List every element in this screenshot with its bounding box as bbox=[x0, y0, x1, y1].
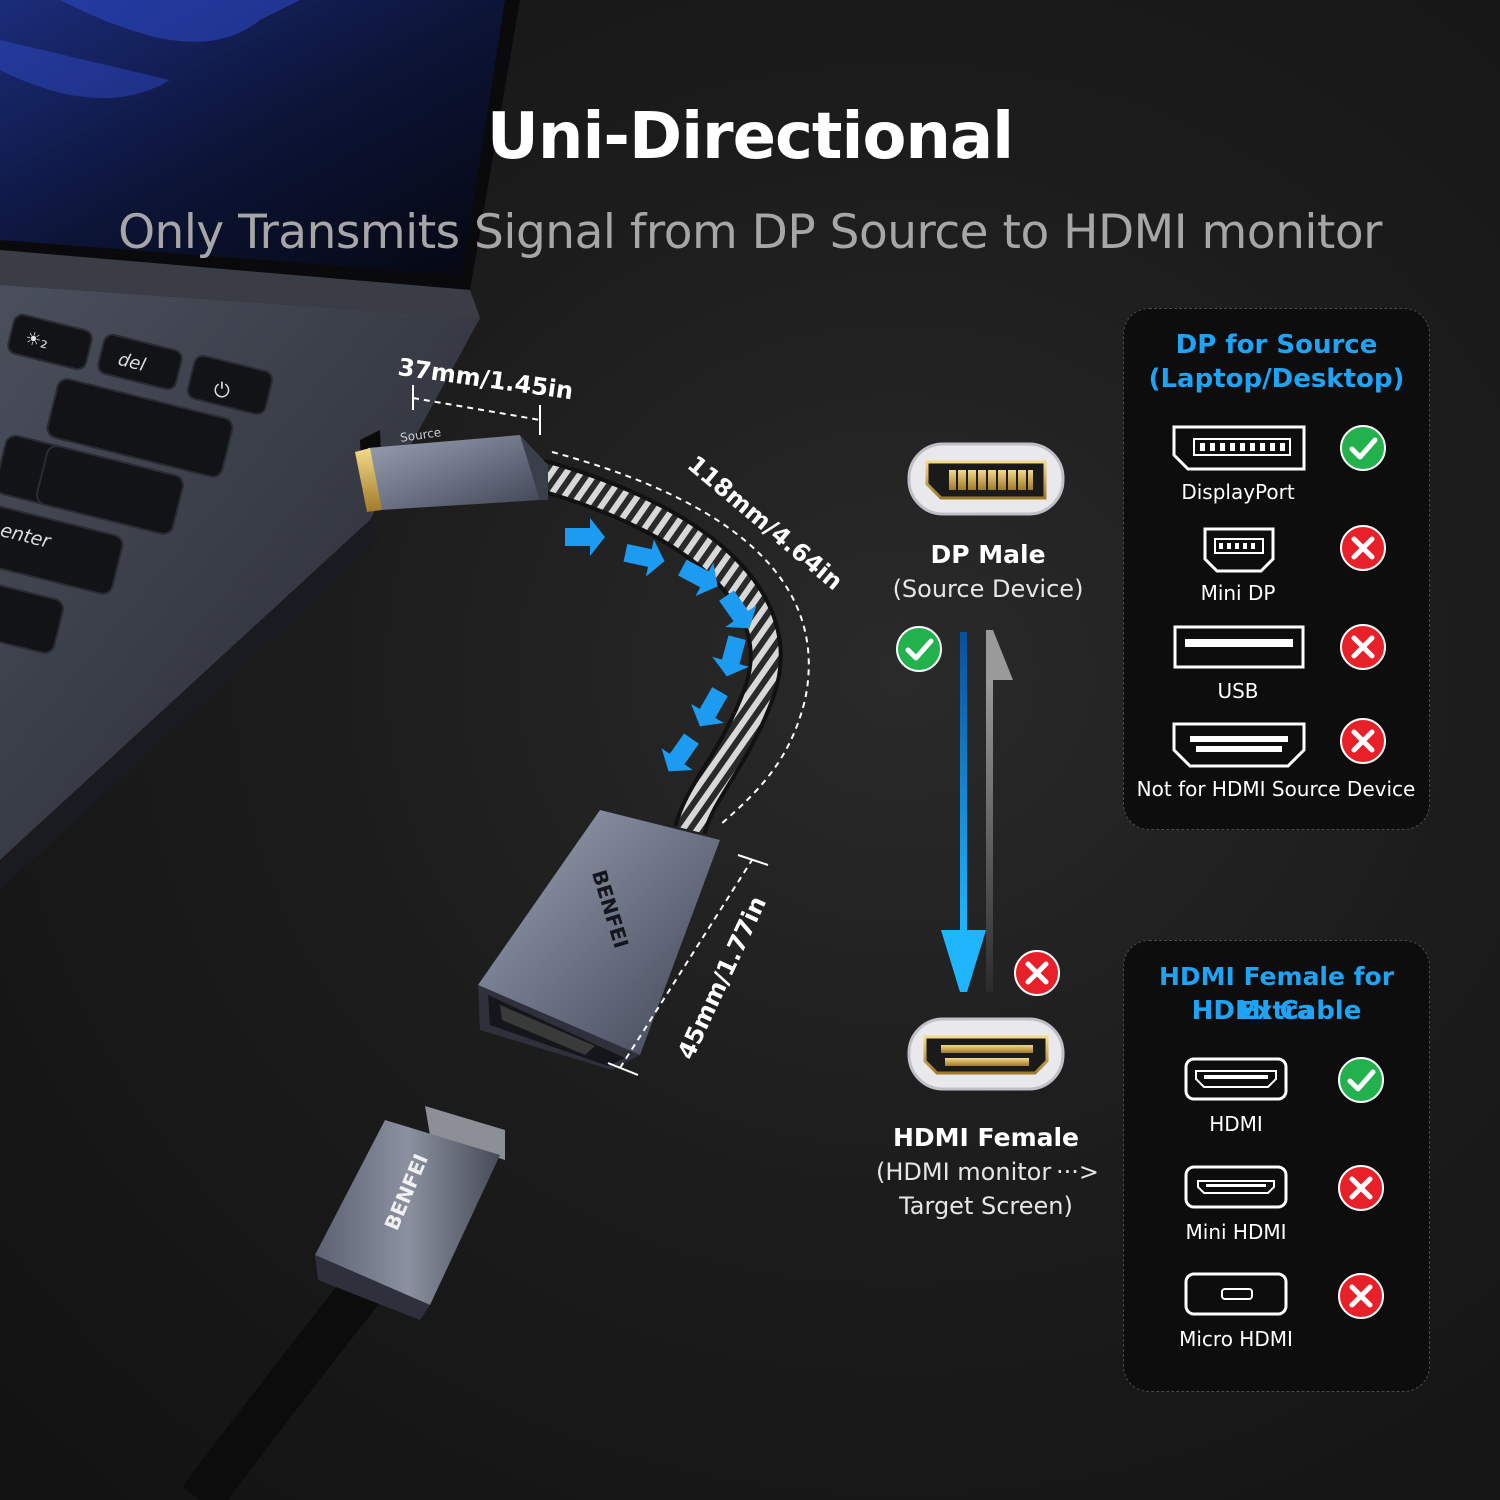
dp-male-subtitle: (Source Device) bbox=[892, 575, 1084, 603]
port-label-displayport: DisplayPort bbox=[1181, 480, 1295, 504]
mini-hdmi-port-icon bbox=[1184, 1165, 1288, 1209]
mini-dp-port-icon bbox=[1203, 527, 1275, 573]
port-label-micro-hdmi: Micro HDMI bbox=[1179, 1327, 1293, 1351]
dp-male-title: DP Male bbox=[930, 540, 1046, 569]
target-panel-title: HDMI Female for Extra bbox=[1158, 962, 1395, 1025]
cross-icon bbox=[1340, 718, 1386, 764]
dp-male-connector-icon bbox=[907, 442, 1065, 516]
source-panel-title: DP for Source bbox=[1175, 330, 1378, 360]
hdmi-female-title: HDMI Female bbox=[892, 1123, 1080, 1152]
power-icon: ⏻ bbox=[214, 378, 230, 402]
direction-arrows-icon bbox=[941, 630, 1013, 992]
port-label-hdmi: HDMI bbox=[1209, 1112, 1263, 1136]
usb-port-icon bbox=[1173, 625, 1305, 669]
cross-icon bbox=[1014, 950, 1060, 996]
check-icon bbox=[1338, 1057, 1384, 1103]
hdmi-female-connector-icon bbox=[907, 1017, 1065, 1091]
hdmi-port-icon bbox=[1172, 722, 1306, 768]
source-panel-subtitle: (Laptop/Desktop) bbox=[1148, 364, 1405, 394]
hdmi-port-icon bbox=[1184, 1057, 1288, 1101]
hdmi-female-subtitle-2: Target Screen) bbox=[899, 1192, 1073, 1220]
target-panel-subtitle: HDMI Cable bbox=[1191, 996, 1362, 1026]
check-icon bbox=[896, 626, 942, 672]
port-label-hdmi-source: Not for HDMI Source Device bbox=[1136, 777, 1416, 801]
port-label-mini-dp: Mini DP bbox=[1200, 581, 1276, 605]
check-icon bbox=[1340, 425, 1386, 471]
page-title: Uni-Directional bbox=[486, 100, 1014, 174]
micro-hdmi-port-icon bbox=[1184, 1272, 1288, 1316]
port-label-usb: USB bbox=[1217, 679, 1259, 703]
cross-icon bbox=[1340, 624, 1386, 670]
displayport-port-icon bbox=[1172, 425, 1306, 471]
page-subtitle: Only Transmits Signal from DP Source to … bbox=[118, 205, 1382, 260]
cross-icon bbox=[1340, 525, 1386, 571]
hdmi-female-subtitle: (HDMI monitor ···> bbox=[876, 1158, 1099, 1186]
cross-icon bbox=[1338, 1273, 1384, 1319]
cross-icon bbox=[1338, 1165, 1384, 1211]
port-label-mini-hdmi: Mini HDMI bbox=[1185, 1220, 1287, 1244]
